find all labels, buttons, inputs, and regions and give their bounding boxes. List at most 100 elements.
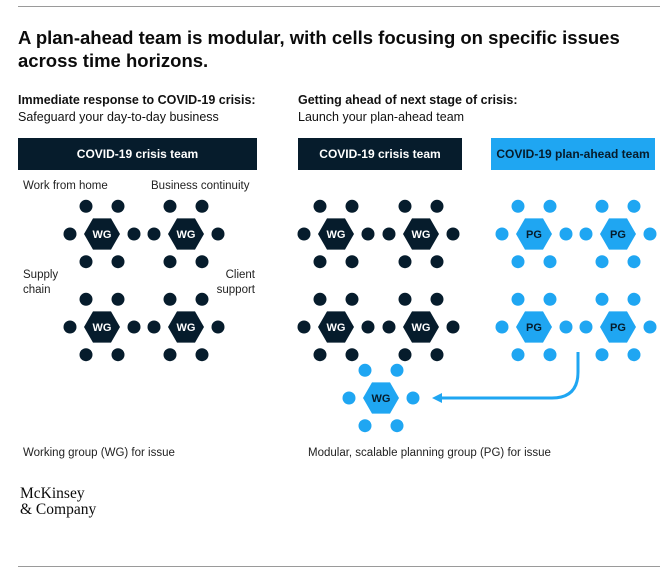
group-label: WG — [177, 229, 196, 241]
member-dot — [382, 227, 396, 241]
member-dot — [495, 320, 509, 334]
mckinsey-logo: McKinsey & Company — [20, 486, 96, 518]
group-label: WG — [93, 322, 112, 334]
member-dot — [511, 348, 525, 362]
member-dot — [579, 227, 593, 241]
member-dot — [595, 348, 609, 362]
member-dot — [163, 292, 177, 306]
member-dot — [559, 320, 573, 334]
label-supply-chain: Supply chain — [23, 269, 59, 296]
member-dot — [430, 348, 444, 362]
member-dot — [511, 199, 525, 213]
member-dot — [211, 320, 225, 334]
group-hexagon — [168, 218, 204, 250]
member-dot — [163, 199, 177, 213]
crisis-team-bar-left: COVID-19 crisis team — [18, 138, 257, 170]
member-dot — [627, 292, 641, 306]
member-dot — [147, 227, 161, 241]
logo-line-2: & Company — [20, 501, 97, 518]
member-dot — [297, 227, 311, 241]
left-subheading: Safeguard your day-to-day business — [18, 110, 219, 124]
wg-cluster-work-from-home: WG — [63, 199, 141, 269]
group-label: PG — [526, 229, 542, 241]
member-dot — [211, 227, 225, 241]
member-dot — [430, 292, 444, 306]
wg-cluster-right-1: WG — [297, 199, 375, 269]
member-dot — [446, 227, 460, 241]
member-dot — [358, 363, 372, 377]
member-dot — [643, 227, 657, 241]
member-dot — [495, 227, 509, 241]
member-dot — [297, 320, 311, 334]
member-dot — [358, 419, 372, 433]
member-dot — [345, 292, 359, 306]
wg-cluster-right-2: WG — [382, 199, 460, 269]
wg-cluster-right-4: WG — [382, 292, 460, 362]
right-heading: Getting ahead of next stage of crisis: — [298, 93, 518, 107]
member-dot — [195, 348, 209, 362]
label-client-support: Client support — [216, 269, 255, 296]
member-dot — [390, 419, 404, 433]
pg-cluster-2: PG — [579, 199, 657, 269]
member-dot — [382, 320, 396, 334]
member-dot — [511, 292, 525, 306]
right-caption: Modular, scalable planning group (PG) fo… — [308, 447, 551, 459]
member-dot — [390, 363, 404, 377]
left-caption: Working group (WG) for issue — [23, 447, 175, 459]
member-dot — [313, 199, 327, 213]
member-dot — [195, 292, 209, 306]
member-dot — [79, 292, 93, 306]
member-dot — [643, 320, 657, 334]
member-dot — [79, 348, 93, 362]
pg-cluster-4: PG — [579, 292, 657, 362]
group-hexagon — [363, 382, 399, 414]
bottom-rule — [18, 566, 660, 567]
member-dot — [163, 348, 177, 362]
group-hexagon — [600, 218, 636, 250]
member-dot — [406, 391, 420, 405]
group-hexagon — [318, 218, 354, 250]
member-dot — [147, 320, 161, 334]
member-dot — [543, 348, 557, 362]
right-column-header: Getting ahead of next stage of crisis: L… — [298, 92, 518, 126]
member-dot — [63, 227, 77, 241]
group-hexagon — [600, 311, 636, 343]
left-heading: Immediate response to COVID-19 crisis: — [18, 93, 256, 107]
left-column-header: Immediate response to COVID-19 crisis: S… — [18, 92, 256, 126]
label-business-continuity: Business continuity — [151, 180, 250, 192]
member-dot — [127, 320, 141, 334]
group-label: PG — [610, 322, 626, 334]
member-dot — [79, 199, 93, 213]
group-label: WG — [372, 393, 391, 405]
member-dot — [398, 348, 412, 362]
logo-line-1: McKinsey — [20, 485, 85, 502]
group-hexagon — [318, 311, 354, 343]
member-dot — [595, 199, 609, 213]
member-dot — [446, 320, 460, 334]
pg-cluster-3: PG — [495, 292, 573, 362]
crisis-team-bar-right: COVID-19 crisis team — [298, 138, 462, 170]
member-dot — [361, 227, 375, 241]
member-dot — [430, 199, 444, 213]
member-dot — [543, 292, 557, 306]
group-label: WG — [412, 322, 431, 334]
group-label: WG — [177, 322, 196, 334]
member-dot — [345, 255, 359, 269]
member-dot — [345, 348, 359, 362]
label-work-from-home: Work from home — [23, 180, 108, 192]
member-dot — [398, 199, 412, 213]
wg-cluster-redeployed: WG — [342, 363, 420, 433]
top-rule — [18, 6, 660, 7]
member-dot — [595, 292, 609, 306]
group-hexagon — [516, 311, 552, 343]
plan-ahead-team-bar: COVID-19 plan-ahead team — [491, 138, 655, 170]
group-hexagon — [403, 311, 439, 343]
member-dot — [559, 227, 573, 241]
redeploy-arrow — [432, 352, 580, 403]
wg-cluster-client-support: WG — [147, 292, 225, 362]
group-label: WG — [327, 322, 346, 334]
member-dot — [398, 292, 412, 306]
member-dot — [111, 292, 125, 306]
page-title: A plan-ahead team is modular, with cells… — [18, 27, 620, 71]
